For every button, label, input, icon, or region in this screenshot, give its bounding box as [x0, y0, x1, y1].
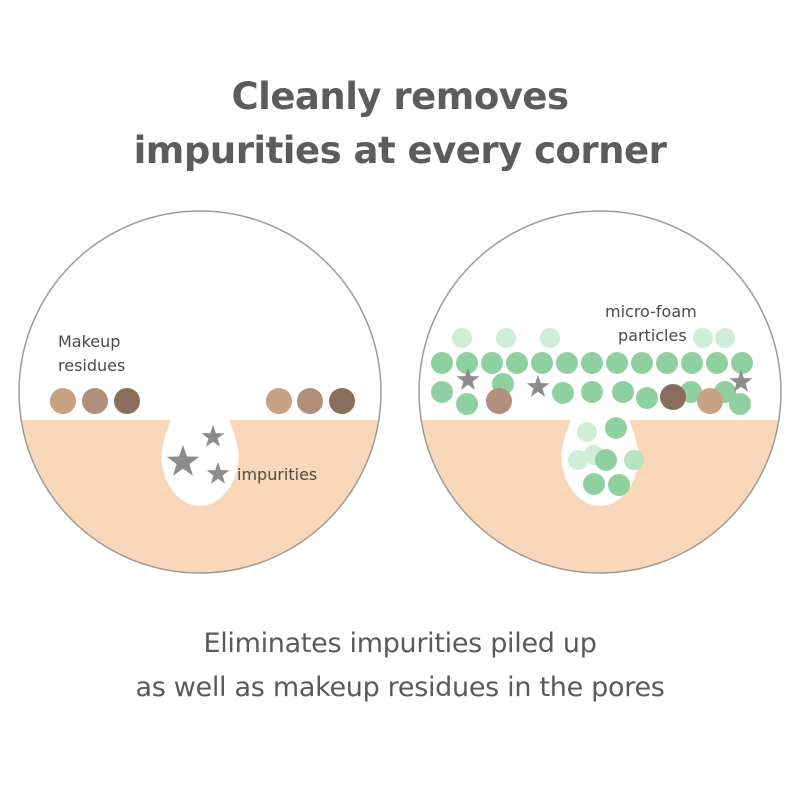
foam-particle: [706, 352, 728, 374]
foam-particle: [605, 417, 627, 439]
right-circle-outline: [418, 210, 782, 574]
label-makeup-line2: residues: [58, 356, 125, 375]
foam-particle: [731, 352, 753, 374]
foam-particle-light: [568, 450, 588, 470]
makeup-residue-dot: [114, 388, 140, 414]
foam-particle: [431, 352, 453, 374]
foam-particle-light: [452, 328, 472, 348]
footer-line-1: Eliminates impurities piled up: [203, 628, 597, 659]
foam-particle: [681, 352, 703, 374]
makeup-residues: [50, 388, 355, 414]
foam-particle: [606, 352, 628, 374]
foam-particle: [506, 352, 528, 374]
foam-particle: [656, 352, 678, 374]
label-foam-line1: micro-foam: [605, 302, 697, 321]
foam-particle: [636, 387, 658, 409]
headline-line-2: impurities at every corner: [133, 129, 667, 172]
foam-particle: [631, 352, 653, 374]
right-panel: micro-foam particles: [418, 210, 782, 574]
makeup-residue-dot: [697, 388, 723, 414]
headline: Cleanly removes impurities at every corn…: [0, 70, 800, 178]
footer-line-2: as well as makeup residues in the pores: [135, 672, 665, 703]
foam-particle: [531, 352, 553, 374]
label-makeup-line1: Makeup: [58, 332, 120, 351]
makeup-residue-dot: [82, 388, 108, 414]
makeup-residue-dot: [329, 388, 355, 414]
foam-particle: [608, 474, 630, 496]
foam-particle: [456, 352, 478, 374]
foam-particle: [583, 473, 605, 495]
foam-particle: [729, 393, 751, 415]
headline-line-1: Cleanly removes: [231, 75, 569, 118]
foam-particle-light: [577, 422, 597, 442]
left-circle-outline: [18, 210, 382, 574]
label-impurities: impurities: [237, 465, 317, 484]
footer-caption: Eliminates impurities piled up as well a…: [0, 622, 800, 710]
foam-particles-light: [452, 328, 735, 348]
left-panel: Makeup residues impurities: [18, 210, 382, 574]
foam-particle: [431, 381, 453, 403]
foam-particle: [456, 393, 478, 415]
foam-particles-row: [431, 352, 753, 415]
residues-in-foam: [486, 384, 723, 414]
foam-particle-light: [540, 328, 560, 348]
pore-foam-particles: [568, 417, 644, 496]
foam-particle: [552, 382, 574, 404]
foam-particle-light: [715, 328, 735, 348]
foam-particle: [556, 352, 578, 374]
makeup-residue-dot: [297, 388, 323, 414]
makeup-residue-dot: [50, 388, 76, 414]
foam-particle-light: [624, 450, 644, 470]
makeup-residue-dot: [486, 388, 512, 414]
label-foam-line2: particles: [618, 326, 687, 345]
foam-particle-light: [693, 328, 713, 348]
foam-particle: [581, 352, 603, 374]
foam-particle: [595, 449, 617, 471]
makeup-residue-dot: [266, 388, 292, 414]
foam-particle: [481, 352, 503, 374]
foam-particle: [612, 381, 634, 403]
foam-particle: [581, 381, 603, 403]
foam-particle-light: [496, 328, 516, 348]
makeup-residue-dot: [660, 384, 686, 410]
